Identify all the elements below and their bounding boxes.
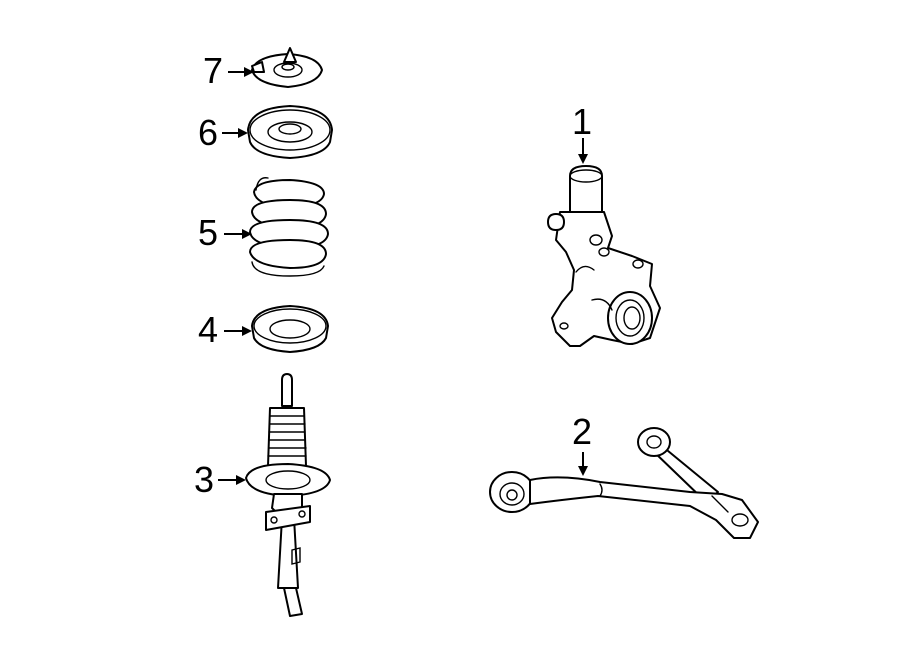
callout-arrowhead-3 (236, 475, 246, 485)
callout-label-4: 4 (198, 309, 218, 350)
callout-arrowhead-7 (244, 67, 254, 77)
part-1-knuckle (547, 165, 661, 347)
callout-label-3: 3 (194, 459, 214, 500)
callout-arrowhead-4 (242, 326, 252, 336)
callout-arrowhead-6 (238, 128, 248, 138)
callout-label-1: 1 (572, 101, 592, 142)
callout-label-2: 2 (572, 411, 592, 452)
callout-1: 1 (572, 101, 592, 164)
callout-4: 4 (198, 309, 252, 350)
callout-2: 2 (572, 411, 592, 476)
part-3-strut (245, 373, 331, 617)
callout-arrowhead-1 (578, 154, 588, 164)
callout-3: 3 (194, 459, 246, 500)
callout-6: 6 (198, 112, 248, 153)
part-4-lower-insulator (251, 305, 329, 353)
callout-label-7: 7 (203, 50, 223, 91)
part-7-upper-mount (251, 47, 323, 88)
part-6-upper-insulator (247, 105, 333, 159)
part-2-control-arm (489, 427, 759, 539)
callout-7: 7 (203, 50, 254, 91)
callout-arrowhead-2 (578, 466, 588, 476)
callout-label-6: 6 (198, 112, 218, 153)
part-5-coil-spring (249, 177, 329, 277)
callout-5: 5 (198, 212, 252, 253)
callout-arrowhead-5 (242, 229, 252, 239)
callout-label-5: 5 (198, 212, 218, 253)
